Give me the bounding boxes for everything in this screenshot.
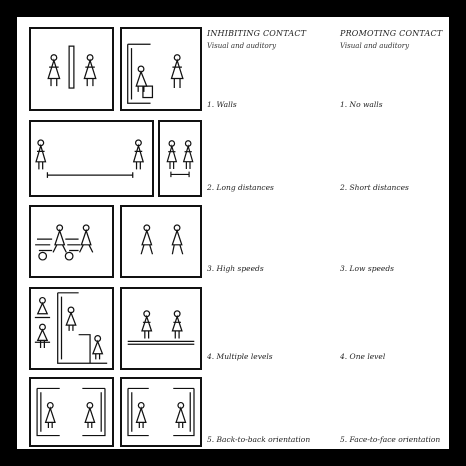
caption-promote-5: 5. Face-to-face orientation xyxy=(340,435,440,444)
back-to-back-drawing xyxy=(31,379,112,445)
illustration-sheet: INHIBITING CONTACT PROMOTING CONTACT Vis… xyxy=(17,17,449,449)
caption-inhibit-4: 4. Multiple levels xyxy=(207,352,273,361)
caption-inhibit-3: 3. High speeds xyxy=(207,264,264,273)
panel-no-walls xyxy=(120,27,202,111)
caption-promote-3: 3. Low speeds xyxy=(340,264,394,273)
caption-promote-2: 2. Short distances xyxy=(340,183,409,192)
panel-multiple-levels xyxy=(29,287,114,370)
header-promoting: PROMOTING CONTACT xyxy=(340,29,442,38)
panel-one-level xyxy=(120,287,202,370)
caption-promote-4: 4. One level xyxy=(340,352,385,361)
caption-inhibit-2: 2. Long distances xyxy=(207,183,274,192)
multiple-levels-drawing xyxy=(31,289,112,368)
low-speed-drawing xyxy=(122,207,200,276)
caption-inhibit-5: 5. Back-to-back orientation xyxy=(207,435,310,444)
caption-inhibit-1: 1. Walls xyxy=(207,100,237,109)
subheader-promoting: Visual and auditory xyxy=(340,42,409,50)
panel-long-distances xyxy=(29,120,154,197)
walls-drawing xyxy=(31,29,112,109)
panel-back-to-back xyxy=(29,377,114,447)
caption-promote-1: 1. No walls xyxy=(340,100,383,109)
panel-low-speeds xyxy=(120,205,202,278)
subheader-inhibiting: Visual and auditory xyxy=(207,42,276,50)
panel-walls xyxy=(29,27,114,111)
high-speed-drawing xyxy=(31,207,112,276)
no-walls-drawing xyxy=(122,29,200,109)
face-to-face-drawing xyxy=(122,379,200,445)
short-distance-drawing xyxy=(160,122,200,195)
long-distance-drawing xyxy=(31,122,152,195)
panel-high-speeds xyxy=(29,205,114,278)
panel-short-distances xyxy=(158,120,202,197)
one-level-drawing xyxy=(122,289,200,368)
panel-face-to-face xyxy=(120,377,202,447)
header-inhibiting: INHIBITING CONTACT xyxy=(207,29,306,38)
